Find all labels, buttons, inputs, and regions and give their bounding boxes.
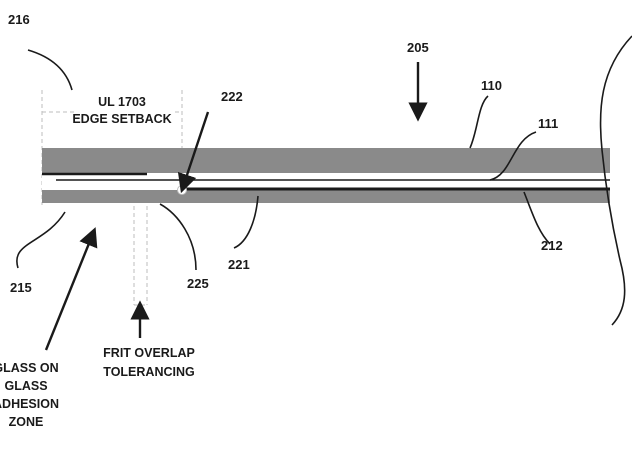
ul-setback-label-line1: UL 1703 <box>98 95 146 109</box>
ref-221: 221 <box>228 257 250 272</box>
leader-221 <box>234 196 258 248</box>
frit-label-line1: FRIT OVERLAP <box>103 346 195 360</box>
ref-216: 216 <box>8 12 30 27</box>
arrow-glass-on-glass <box>46 236 92 350</box>
break-curve <box>600 36 632 325</box>
leader-216 <box>28 50 72 90</box>
gog-label-line3: ADHESION <box>0 397 59 411</box>
leader-110 <box>470 96 488 148</box>
ref-111: 111 <box>538 116 558 131</box>
top-glass-sheet <box>42 148 610 173</box>
leader-225 <box>160 204 196 270</box>
ref-225: 225 <box>187 276 209 291</box>
interlayer-gap <box>42 173 610 190</box>
gog-label-line4: ZONE <box>9 415 44 429</box>
leader-215 <box>17 212 65 268</box>
ref-205: 205 <box>407 40 429 55</box>
gog-label-line1: GLASS ON <box>0 361 59 375</box>
ref-110: 110 <box>481 78 502 93</box>
ul-setback-label-line2: EDGE SETBACK <box>72 112 171 126</box>
ref-222: 222 <box>221 89 243 104</box>
ref-212: 212 <box>541 238 563 253</box>
seal-point <box>178 186 187 195</box>
frit-label-line2: TOLERANCING <box>103 365 194 379</box>
ref-215: 215 <box>10 280 32 295</box>
gog-label-line2: GLASS <box>4 379 47 393</box>
